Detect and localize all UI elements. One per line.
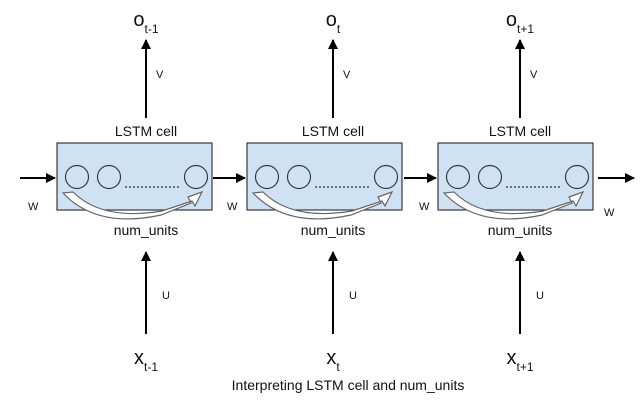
output-label-3: ot+1 xyxy=(506,10,534,35)
lstm-cell-title-2: LSTM cell xyxy=(301,123,365,139)
output-label-1: ot-1 xyxy=(133,10,158,35)
num-units-label-2: num_units xyxy=(300,222,366,238)
input-label-3: xt+1 xyxy=(506,348,533,373)
num-units-label-1: num_units xyxy=(113,222,179,238)
output-label-1-subscript: t-1 xyxy=(144,22,159,36)
output-label-1-base: o xyxy=(133,9,145,31)
output-label-3-base: o xyxy=(505,9,518,31)
input-label-3-base: x xyxy=(506,347,517,369)
input-label-1-base: x xyxy=(133,347,144,369)
input-label-2: xt xyxy=(326,348,339,373)
w-label-1: W xyxy=(28,201,39,213)
v-label-1: V xyxy=(156,69,164,81)
w-label-out: W xyxy=(604,207,615,219)
num-units-label-3: num_units xyxy=(487,222,553,238)
output-label-3-subscript: t+1 xyxy=(517,22,535,36)
output-label-2-subscript: t xyxy=(336,22,341,36)
u-label-1: U xyxy=(162,290,170,302)
u-label-3: U xyxy=(536,290,544,302)
input-label-3-subscript: t+1 xyxy=(516,360,534,374)
v-label-2: V xyxy=(343,69,351,81)
recurrent-curve-arrow-3 xyxy=(442,190,585,220)
unit-circle-3-1 xyxy=(445,164,471,190)
input-label-1-subscript: t-1 xyxy=(143,360,159,374)
unit-circle-2-1 xyxy=(254,164,280,190)
unit-circle-2-3 xyxy=(373,164,399,190)
recurrent-curve-arrow-1 xyxy=(61,190,204,220)
lstm-cell-title-3: LSTM cell xyxy=(488,123,552,139)
lstm-cell-title-1: LSTM cell xyxy=(114,123,178,139)
input-label-2-base: x xyxy=(326,347,337,369)
input-label-1: xt-1 xyxy=(134,348,158,373)
unit-circle-1-2 xyxy=(96,164,122,190)
w-label-3: W xyxy=(419,201,430,213)
unit-circle-3-2 xyxy=(477,164,503,190)
output-label-2: ot xyxy=(326,10,340,35)
diagram-caption: Interpreting LSTM cell and num_units xyxy=(231,377,465,393)
v-label-3: V xyxy=(530,69,538,81)
recurrent-curve-arrow-2 xyxy=(251,190,394,220)
u-label-2: U xyxy=(349,290,357,302)
w-label-2: W xyxy=(227,201,238,213)
input-label-2-subscript: t xyxy=(336,360,340,374)
unit-circle-1-3 xyxy=(183,164,209,190)
unit-circle-1-1 xyxy=(64,164,90,190)
unit-circle-2-2 xyxy=(286,164,312,190)
output-label-2-base: o xyxy=(325,9,337,31)
unit-circle-3-3 xyxy=(564,164,590,190)
